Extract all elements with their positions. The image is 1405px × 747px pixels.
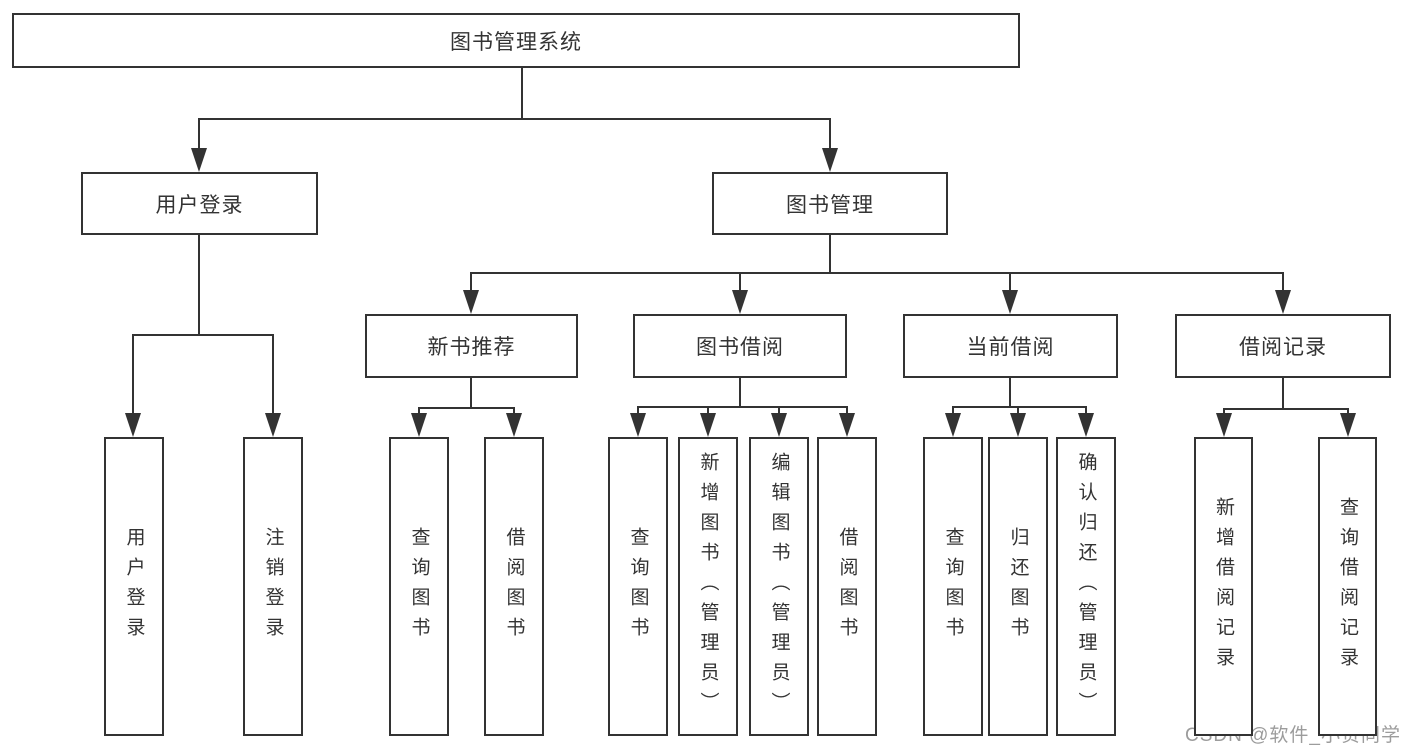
connector-line (739, 378, 741, 407)
node-label: 查询图书 (627, 526, 649, 647)
arrow-down-icon (700, 413, 716, 437)
node-book-management: 图书管理 (712, 172, 948, 235)
connector-line (778, 407, 780, 414)
node-label: 归还图书 (1007, 526, 1029, 647)
node-label: 新增借阅记录 (1213, 496, 1234, 677)
connector-line (1009, 378, 1011, 407)
node-label: 图书借阅 (696, 336, 784, 359)
connector-line (470, 273, 472, 291)
node-label: 查询借阅记录 (1337, 496, 1358, 677)
arrow-down-icon (191, 148, 207, 172)
arrow-down-icon (1010, 413, 1026, 437)
node-label: 新书推荐 (427, 336, 516, 359)
connector-line (198, 119, 200, 149)
connector-line (418, 407, 515, 409)
connector-line (637, 406, 848, 408)
node-label: 图书管理 (786, 193, 874, 217)
node-leaf-bb-add-book: 新增图书（管理员） (678, 437, 738, 736)
connector-line (470, 378, 472, 408)
node-leaf-bb-query-book: 查询图书 (608, 437, 668, 736)
arrow-down-icon (945, 413, 961, 437)
connector-line (470, 272, 1284, 274)
node-book-borrow: 图书借阅 (633, 314, 847, 378)
node-label: 新增图书（管理员） (697, 451, 719, 722)
connector-line (198, 118, 831, 120)
connector-line (1347, 409, 1349, 414)
node-label: 借阅图书 (836, 526, 858, 647)
connector-line (637, 407, 639, 414)
node-new-book-recommend: 新书推荐 (365, 314, 578, 378)
node-leaf-cb-query-book: 查询图书 (923, 437, 983, 736)
node-label: 查询图书 (408, 526, 430, 647)
connector-line (521, 68, 523, 119)
arrow-down-icon (839, 413, 855, 437)
connector-line (198, 235, 200, 335)
node-label: 借阅记录 (1239, 336, 1327, 359)
arrow-down-icon (822, 148, 838, 172)
connector-line (1223, 408, 1349, 410)
arrow-down-icon (732, 290, 748, 314)
connector-line (739, 273, 741, 291)
node-borrow-record: 借阅记录 (1175, 314, 1391, 378)
node-leaf-logout: 注销登录 (243, 437, 303, 736)
arrow-down-icon (1078, 413, 1094, 437)
connector-line (952, 407, 954, 414)
connector-line (829, 119, 831, 149)
node-label: 借阅图书 (503, 526, 525, 647)
arrow-down-icon (265, 413, 281, 437)
node-label: 用户登录 (123, 526, 145, 647)
node-label: 图书管理系统 (450, 30, 582, 54)
connector-line (952, 406, 1087, 408)
node-leaf-bb-borrow-book: 借阅图书 (817, 437, 877, 736)
arrow-down-icon (506, 413, 522, 437)
arrow-down-icon (630, 413, 646, 437)
node-leaf-br-add-record: 新增借阅记录 (1194, 437, 1253, 736)
node-label: 当前借阅 (966, 336, 1055, 359)
connector-line (829, 235, 831, 273)
node-leaf-cb-confirm-return: 确认归还（管理员） (1056, 437, 1116, 736)
node-leaf-bb-edit-book: 编辑图书（管理员） (749, 437, 809, 736)
node-leaf-nbr-borrow-book: 借阅图书 (484, 437, 544, 736)
arrow-down-icon (771, 413, 787, 437)
node-label: 确认归还（管理员） (1075, 451, 1097, 722)
arrow-down-icon (411, 413, 427, 437)
arrow-down-icon (125, 413, 141, 437)
connector-line (846, 407, 848, 414)
connector-line (132, 334, 274, 336)
node-current-borrow: 当前借阅 (903, 314, 1118, 378)
node-leaf-user-login: 用户登录 (104, 437, 164, 736)
node-leaf-cb-return-book: 归还图书 (988, 437, 1048, 736)
arrow-down-icon (463, 290, 479, 314)
connector-line (418, 408, 420, 414)
connector-line (1017, 407, 1019, 414)
node-leaf-br-query-record: 查询借阅记录 (1318, 437, 1377, 736)
node-label: 查询图书 (942, 526, 964, 647)
node-user-login: 用户登录 (81, 172, 318, 235)
connector-line (1085, 407, 1087, 414)
connector-line (1282, 273, 1284, 291)
connector-line (1223, 409, 1225, 414)
arrow-down-icon (1216, 413, 1232, 437)
connector-line (513, 408, 515, 414)
arrow-down-icon (1340, 413, 1356, 437)
connector-line (1009, 273, 1011, 291)
arrow-down-icon (1275, 290, 1291, 314)
node-root: 图书管理系统 (12, 13, 1020, 68)
connector-line (132, 335, 134, 414)
connector-line (707, 407, 709, 414)
node-leaf-nbr-query-book: 查询图书 (389, 437, 449, 736)
node-label: 注销登录 (262, 526, 284, 647)
connector-line (272, 335, 274, 414)
node-label: 用户登录 (155, 193, 244, 217)
connector-line (1282, 378, 1284, 409)
node-label: 编辑图书（管理员） (768, 451, 790, 722)
arrow-down-icon (1002, 290, 1018, 314)
